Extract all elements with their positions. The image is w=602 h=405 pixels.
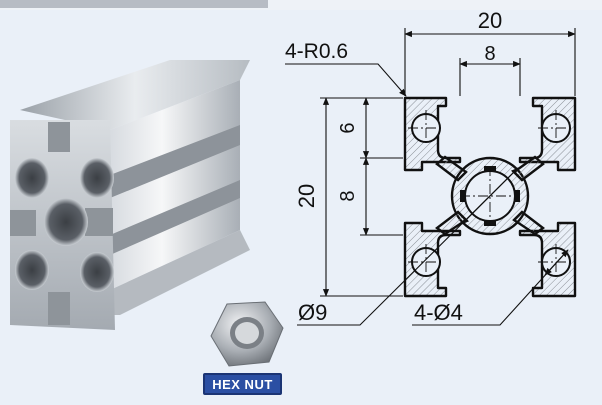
- top-strip: [0, 0, 268, 8]
- radius-callout: 4-R0.6: [285, 40, 348, 63]
- hex-nut-image: [210, 301, 284, 367]
- dim-overall-height: 20: [294, 184, 319, 208]
- aluminum-profile-photo: [10, 60, 250, 330]
- corner-bores-callout: 4-Ø4: [414, 300, 463, 325]
- hex-nut-badge: HEX NUT: [203, 373, 282, 395]
- dim-slot-height: 8: [337, 190, 359, 201]
- center-bore-callout: Ø9: [298, 300, 327, 325]
- profile-technical-drawing: 20 8 20 6 8 4-R0.6 Ø9 4-Ø4: [285, 8, 577, 326]
- top-band: [0, 0, 602, 10]
- dim-overall-width: 20: [478, 8, 502, 33]
- dim-edge-offset: 6: [337, 122, 359, 133]
- dim-slot-width: 8: [484, 43, 495, 65]
